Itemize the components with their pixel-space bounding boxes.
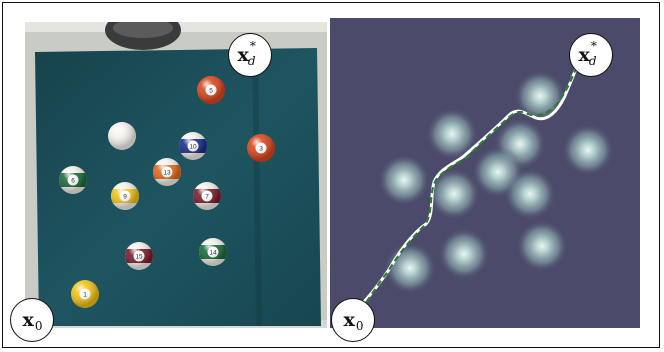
obstacle (426, 108, 478, 160)
obstacle (562, 124, 614, 176)
billiard-ball: 3 (247, 134, 275, 162)
actual-path (356, 51, 584, 310)
billiard-ball: 6 (59, 166, 87, 194)
obstacle (384, 242, 436, 294)
billiard-table-svg: 15679101314153 (25, 22, 327, 328)
billiard-balls: 15679101314153 (59, 76, 275, 308)
obstacle (514, 70, 566, 122)
table-felt (35, 48, 321, 326)
goal-label-base: x (578, 44, 590, 66)
obstacle (504, 168, 556, 220)
goal-label-sub: d (588, 54, 597, 68)
start-label-sub: 0 (34, 319, 43, 333)
billiard-ball: 14 (199, 238, 227, 266)
start-label-base: x (22, 309, 34, 331)
goal-label-left: x*d (228, 33, 272, 77)
obstacle (378, 154, 430, 206)
obstacle (428, 168, 480, 220)
billiard-ball: 13 (153, 158, 181, 186)
start-label-base: x (343, 309, 355, 331)
goal-label-right: x*d (569, 33, 613, 77)
obstacle-fields (378, 70, 614, 294)
trajectory-svg (356, 51, 614, 311)
goal-label-base: x (237, 44, 249, 66)
billiard-ball (108, 122, 136, 150)
goal-label-sub: d (247, 54, 256, 68)
obstacle (516, 220, 568, 272)
billiard-ball: 9 (111, 182, 139, 210)
billiard-ball: 7 (193, 182, 221, 210)
goal-label-sup: * (590, 39, 597, 53)
planned-path (359, 57, 582, 311)
goal-label-sup: * (249, 39, 256, 53)
billiard-ball: 15 (125, 242, 153, 270)
billiard-table-photo: 15679101314153 (25, 22, 327, 328)
obstacle (438, 228, 490, 280)
billiard-ball: 5 (197, 76, 225, 104)
start-label-sub: 0 (355, 319, 364, 333)
billiard-ball: 10 (179, 132, 207, 160)
billiard-ball: 1 (71, 280, 99, 308)
